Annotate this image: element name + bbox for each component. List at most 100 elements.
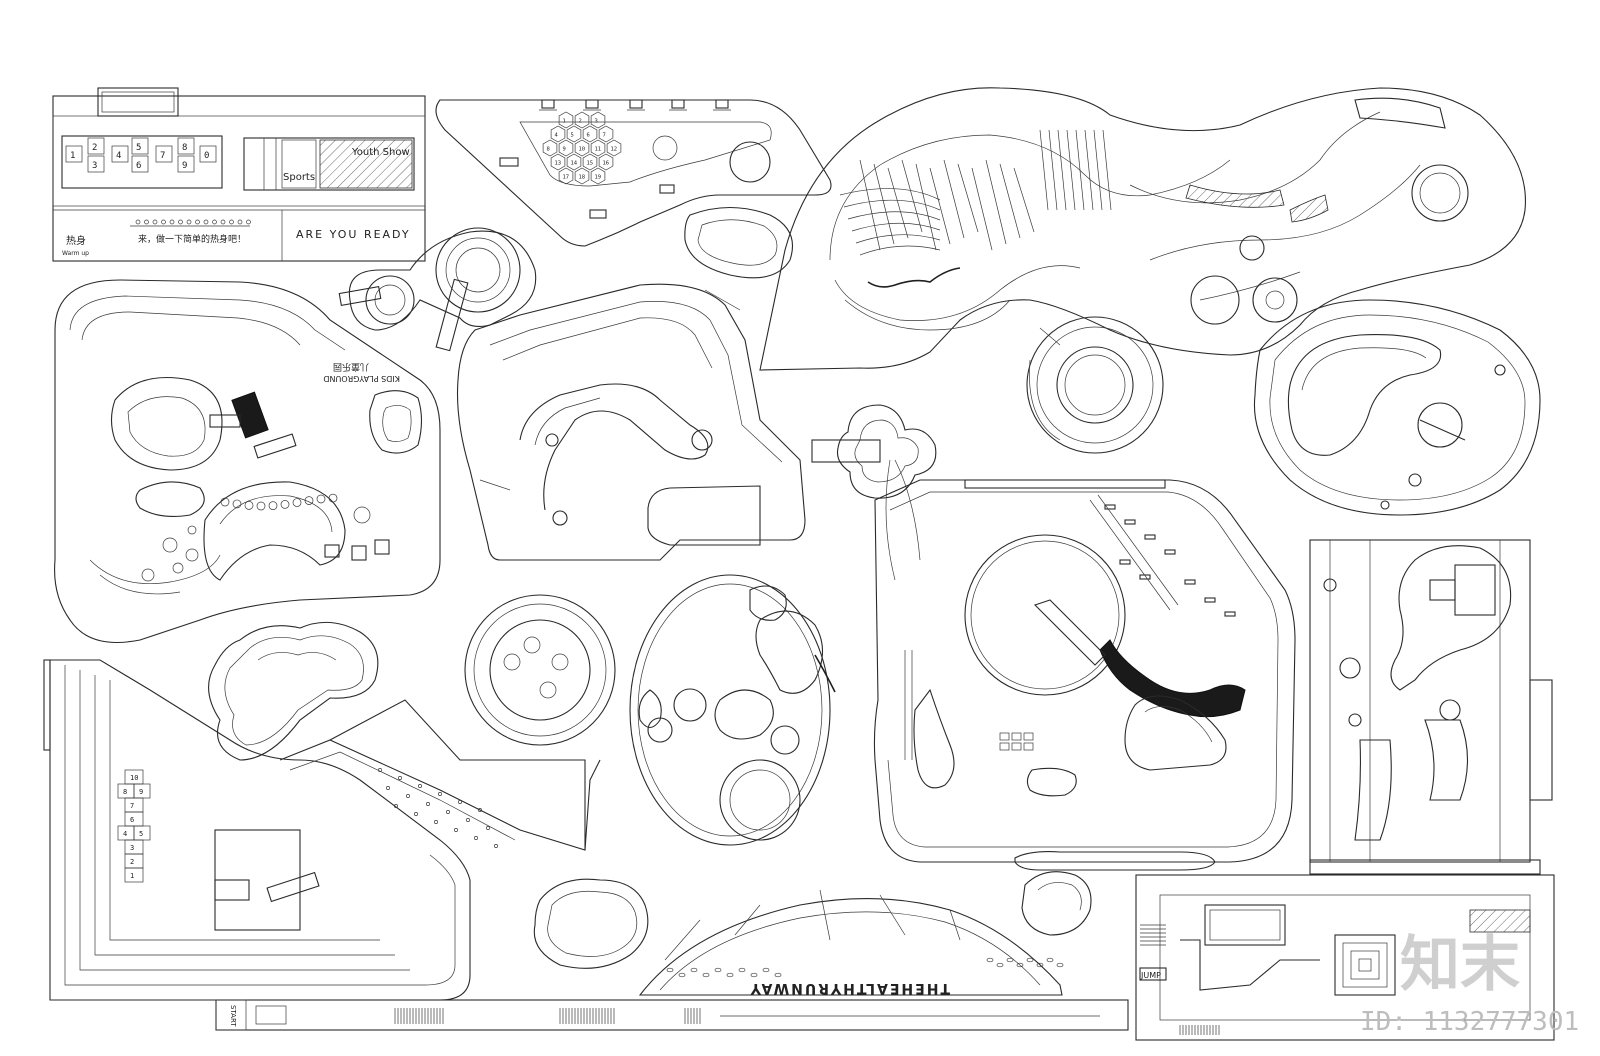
footprint-icon (678, 972, 686, 978)
fitness-device-icon (1104, 504, 1116, 510)
footprint-icon (996, 962, 1004, 968)
hex-cell (574, 139, 590, 157)
stepping-stone (394, 804, 398, 808)
ring-seat (328, 493, 338, 503)
hopscotch-number: 5 (139, 830, 143, 838)
hex-number: 11 (595, 147, 602, 153)
hex-cell (566, 125, 582, 143)
hex-cell (542, 139, 558, 157)
hex-number: 7 (603, 133, 606, 139)
fitness-device-icon (1144, 534, 1156, 540)
start-strip: START (215, 999, 1129, 1031)
hopscotch-number: 4 (116, 151, 121, 161)
footprint-icon (726, 972, 734, 978)
stepping-stone (434, 820, 438, 824)
ring-seat (316, 494, 326, 504)
hex-number: 14 (571, 161, 578, 167)
hex-number: 15 (587, 161, 594, 167)
ring-seat (232, 499, 242, 509)
fitness-device-icon (1184, 579, 1196, 585)
diagonal-path (279, 699, 601, 851)
hopscotch-number: 7 (160, 151, 165, 161)
ring-seat (244, 501, 254, 510)
hex-cell (606, 139, 622, 157)
stepping-circle (162, 537, 178, 553)
stepping-stone (478, 808, 482, 812)
bench-icon (659, 184, 675, 194)
healthy-runway: THEHEALTHYRUNWAY (638, 871, 1092, 996)
hopscotch-number: 6 (136, 161, 141, 171)
hopscotch-cell (111, 145, 129, 163)
hopscotch-cell (87, 137, 105, 155)
warmup-en-label: Warm up (62, 250, 89, 257)
hopscotch-number: 5 (136, 143, 141, 153)
footprint-icon (1006, 957, 1014, 963)
fitness-device-icon (1124, 519, 1136, 525)
stepping-stone (494, 844, 498, 848)
right-strip-zone (1309, 539, 1541, 875)
marker-dot (135, 219, 141, 225)
hopscotch-cell (131, 137, 149, 155)
fitness-device-icon (1204, 597, 1216, 603)
hex-cell (590, 167, 606, 185)
jump-zone: JUMP (1135, 874, 1555, 1041)
hopscotch-cell (155, 145, 173, 163)
stepping-stone (486, 826, 490, 830)
footprint-icon (986, 957, 994, 963)
hex-number: 6 (587, 133, 590, 139)
stepping-circle (353, 506, 371, 524)
hopscotch-number: 2 (92, 143, 97, 153)
marker-dot (195, 219, 200, 225)
hex-number: 1 (563, 119, 566, 125)
fitness-device-icon (1224, 611, 1236, 617)
ring-seat (280, 500, 290, 509)
ring-seat (268, 501, 278, 510)
stepping-stone (426, 802, 430, 806)
kids-cn-label: 儿童乐园 (333, 361, 369, 373)
stepping-stone (454, 828, 458, 832)
ring-seat (304, 496, 314, 505)
runway-title-label: THEHEALTHYRUNWAY (749, 980, 950, 996)
warmup-slogan: 来，做一下简单的热身吧！ (138, 233, 246, 245)
bench-icon (541, 99, 555, 109)
footprint-icon (714, 967, 722, 973)
footprint-icon (666, 967, 674, 973)
ring-seat (256, 501, 266, 511)
stepping-circle (185, 548, 199, 562)
footprint-icon (1046, 957, 1054, 963)
stepping-stone (398, 776, 402, 780)
hopscotch-number: 1 (130, 872, 134, 880)
amphitheater-zone (759, 87, 1527, 371)
hex-number: 16 (603, 161, 610, 167)
footprint-icon (702, 972, 710, 978)
hex-cell (598, 153, 614, 171)
hopscotch-number: 6 (130, 816, 134, 824)
hex-cell (590, 111, 606, 129)
hex-number: 19 (595, 175, 602, 181)
round-plaza (1026, 316, 1164, 454)
warmup-cn-label: 热身 (66, 234, 86, 247)
hex-number: 2 (579, 119, 582, 125)
bench-icon (585, 99, 599, 109)
hex-number: 18 (579, 175, 586, 181)
stepping-stone (386, 786, 390, 790)
hex-cell (550, 125, 566, 143)
hex-number: 8 (547, 147, 550, 153)
footprint-icon (1036, 962, 1044, 968)
hopscotch-number: 0 (204, 151, 209, 161)
bench-icon (499, 157, 519, 167)
arrow-marker (255, 1005, 287, 1025)
fitness-device-icon (1139, 574, 1151, 580)
stepping-stone (458, 800, 462, 804)
stepping-stone (466, 818, 470, 822)
hopscotch-cell (87, 155, 105, 173)
stepping-circle (172, 562, 184, 574)
step-marker (1023, 732, 1034, 741)
sports-label: Sports (283, 172, 315, 183)
hopscotch-cell (65, 145, 83, 163)
